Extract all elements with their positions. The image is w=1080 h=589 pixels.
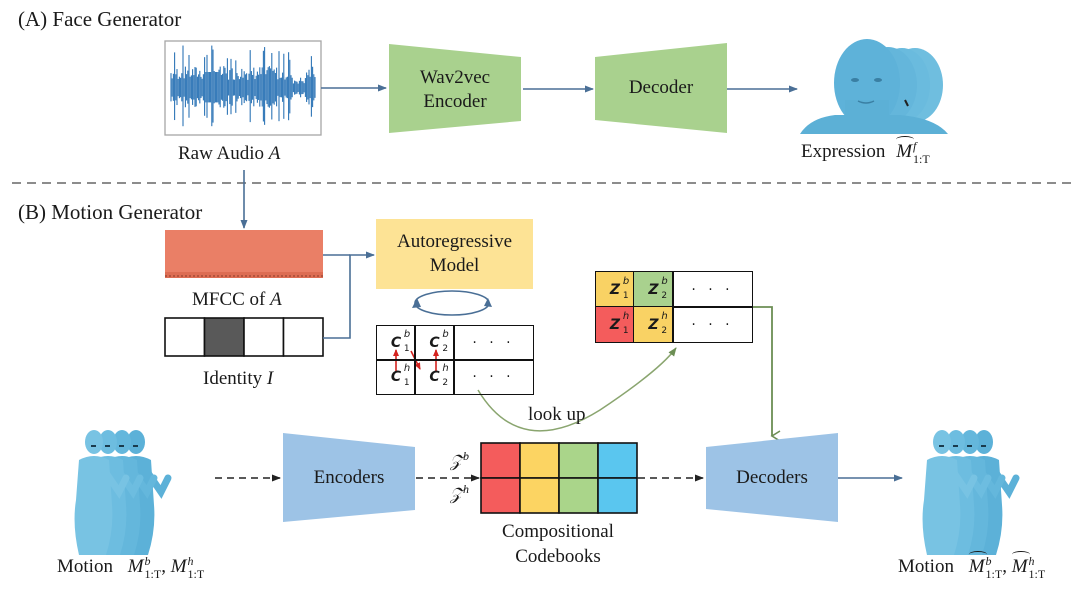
identity-label: Identity I	[203, 368, 274, 389]
codebook-cell	[519, 477, 560, 514]
raw-audio-waveform	[164, 40, 322, 136]
compositional-codebook	[480, 442, 638, 514]
decoders: Decoders	[736, 467, 808, 489]
cycle-icon	[412, 290, 492, 316]
autoregressive-model-shape	[376, 219, 533, 289]
codebook-cell	[519, 442, 560, 479]
arrow-identity-to-ar	[323, 251, 375, 339]
codebook-zh-label: 𝒵h	[450, 482, 469, 504]
motion-output-figure	[922, 430, 1020, 555]
decoder-shape	[595, 43, 727, 133]
codebook-label: Compositional Codebooks	[502, 521, 614, 567]
look-up-label: look up	[528, 404, 586, 425]
raw-audio-label: Raw Audio A	[178, 143, 281, 164]
motion-input-figure	[74, 430, 172, 555]
codebook-cell	[558, 442, 599, 479]
codebook-cell	[597, 477, 638, 514]
decoder: Decoder	[628, 77, 694, 99]
identity-cell	[282, 317, 324, 357]
lookup-arrow	[477, 347, 677, 432]
arrow-z-to-decoders	[752, 306, 781, 442]
latent-cell-h-ellipsis: · · ·	[672, 306, 753, 343]
identity-cell	[164, 317, 206, 357]
codebook-cell	[597, 442, 638, 479]
identity-cell	[203, 317, 245, 357]
codebook-cell	[558, 477, 599, 514]
codebook-cell	[480, 442, 521, 479]
section-a-title: (A) Face Generator	[18, 7, 182, 31]
decoders-shape	[706, 433, 838, 522]
code-cell-b-ellipsis: · · ·	[453, 325, 534, 361]
mfcc-spectrogram	[165, 230, 323, 278]
mfcc-label: MFCC of A	[192, 289, 282, 310]
codebook-cell	[480, 477, 521, 514]
wav2vec-encoder-shape	[389, 44, 521, 133]
section-b-title: (B) Motion Generator	[18, 200, 203, 224]
identity-cell	[243, 317, 285, 357]
latent-cell-b-ellipsis: · · ·	[672, 271, 753, 308]
expression-face-figure	[800, 39, 948, 134]
encoders: Encoders	[313, 467, 385, 489]
identity-vector	[164, 317, 324, 357]
encoders-shape	[283, 433, 415, 522]
code-cell-h-ellipsis: · · ·	[453, 359, 534, 395]
codebook-zb-label: 𝒵b	[450, 449, 469, 471]
